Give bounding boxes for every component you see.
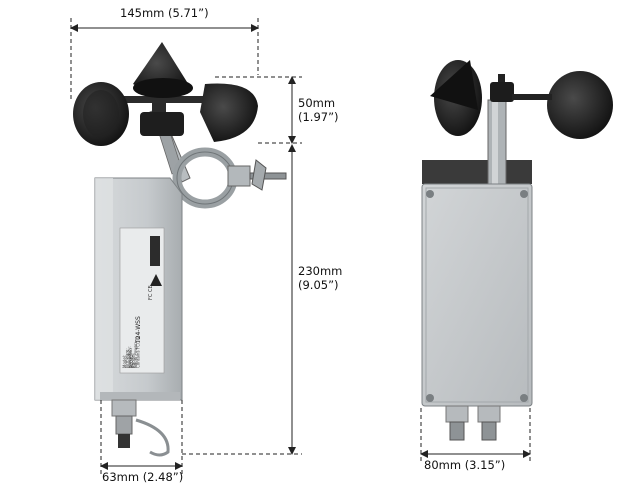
top-width-mm: 145mm xyxy=(120,6,165,20)
cable-gland xyxy=(111,399,170,457)
front-cable-glands xyxy=(445,405,501,441)
side-view: T24-WSS Model:Serial No:Firmware:Range:F… xyxy=(73,42,287,457)
body-height-mm: 230mm xyxy=(298,264,343,278)
front-view xyxy=(421,60,613,441)
cup-right xyxy=(200,83,258,142)
pole-clamp xyxy=(172,147,287,209)
body-height-label: 230mm (9.05”) xyxy=(298,264,342,292)
front-cup-right xyxy=(547,71,613,139)
label-line: IC: xyxy=(132,363,137,368)
front-cup-cone xyxy=(430,60,478,110)
dimension-lines xyxy=(70,18,531,474)
front-width-label: 80mm (3.15”) xyxy=(424,458,506,472)
label-line: Serial No: xyxy=(128,349,133,368)
svg-text:FC CE: FC CE xyxy=(148,285,154,300)
label-line: Firmware: xyxy=(124,348,129,368)
front-cup-rotor xyxy=(430,60,613,139)
body-height-in: (9.05”) xyxy=(298,278,339,292)
label-line: Model: xyxy=(122,355,127,368)
top-width-in: (5.71”) xyxy=(168,6,209,20)
side-width-label: 63mm (2.48”) xyxy=(102,470,184,484)
cups-height-label: 50mm (1.97”) xyxy=(298,96,339,124)
label-line: Range: xyxy=(131,354,136,368)
label-line: Radio Power: xyxy=(133,342,138,368)
label-line: FCC ID: xyxy=(129,353,134,368)
label-model-text: T24-WSS xyxy=(135,316,142,344)
label-line: Frequency: xyxy=(127,346,132,368)
enclosure-front xyxy=(421,183,533,407)
cups-height-in: (1.97”) xyxy=(298,110,339,124)
label-line: Contains FCC ID xyxy=(135,336,140,368)
cup-rotor xyxy=(73,42,258,146)
enclosure-side: T24-WSS Model:Serial No:Firmware:Range:F… xyxy=(94,177,183,457)
top-width-label: 145mm (5.71”) xyxy=(120,6,209,20)
cups-height-mm: 50mm xyxy=(298,96,336,110)
